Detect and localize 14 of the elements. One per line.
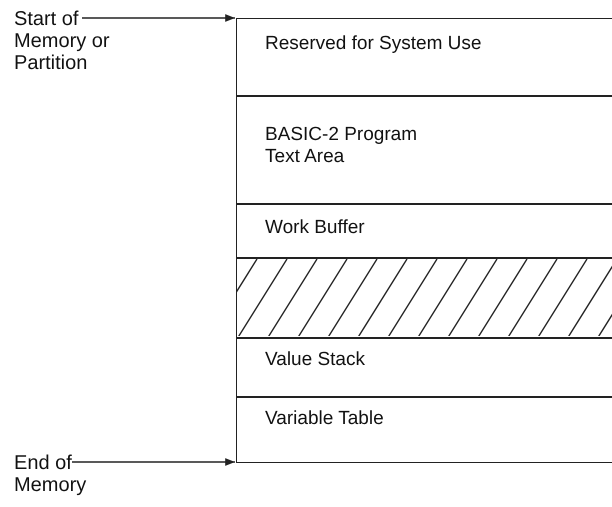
block-label: Work Buffer (265, 217, 366, 239)
block-label: Value Stack (265, 349, 366, 371)
memory-pointer-label: End of Memory (14, 452, 124, 502)
arrow (72, 458, 235, 466)
arrow (82, 14, 235, 22)
block-label: Reserved for System Use (265, 33, 482, 55)
memory-block (236, 96, 612, 204)
memory-block (236, 397, 612, 463)
memory-block (236, 18, 612, 96)
memory-pointer-label: Start of Memory or Partition (14, 8, 124, 78)
block-label: Variable Table (265, 408, 385, 430)
memory-block (236, 338, 612, 397)
block-label: BASIC-2 Program Text Area (265, 124, 418, 168)
memory-block (236, 204, 612, 258)
